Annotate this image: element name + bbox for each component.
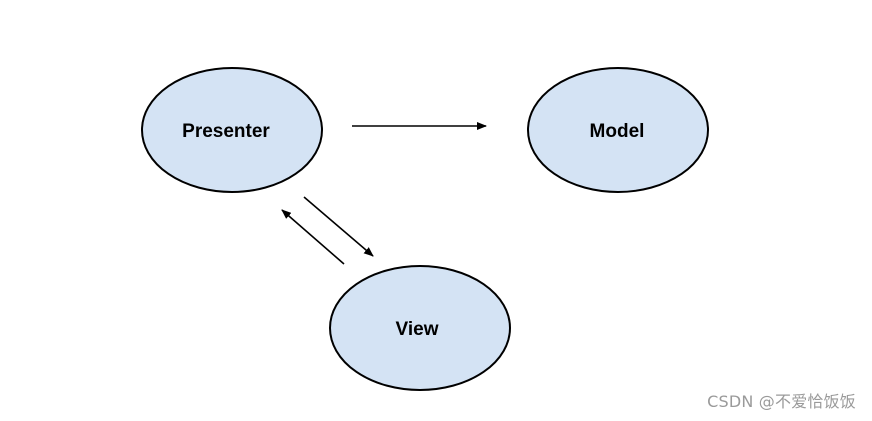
presenter-ellipse — [141, 67, 323, 193]
model-label: Model — [590, 121, 645, 142]
presenter-label: Presenter — [182, 121, 270, 142]
view-node: View — [329, 265, 511, 391]
view-ellipse — [329, 265, 511, 391]
model-ellipse — [527, 67, 709, 193]
view-label: View — [396, 319, 439, 340]
model-node: Model — [527, 67, 709, 193]
view-to-presenter-arrow — [281, 209, 345, 265]
presenter-to-view-arrow — [303, 196, 374, 257]
watermark-text: CSDN @不爱恰饭饭 — [707, 392, 856, 411]
presenter-node: Presenter — [141, 67, 323, 193]
